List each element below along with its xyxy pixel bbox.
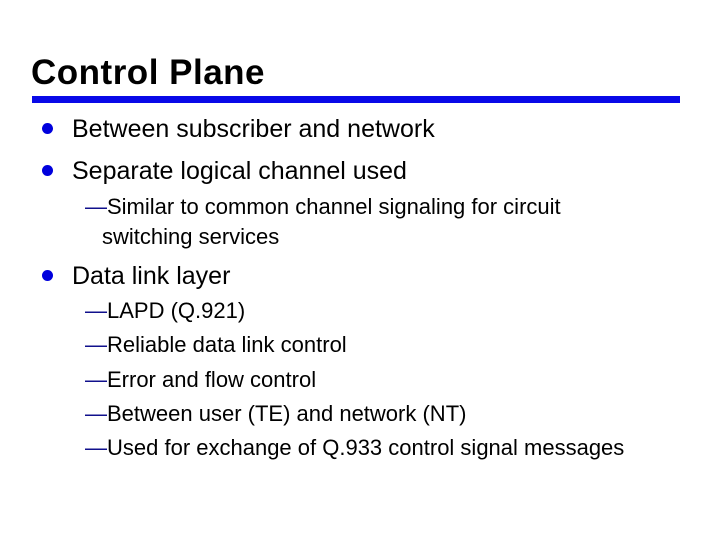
- bullet-item: Data link layer: [0, 261, 230, 291]
- page-title: Control Plane: [31, 53, 266, 92]
- bullet-text: Between subscriber and network: [72, 115, 435, 143]
- dash-bullet-icon: —: [85, 298, 107, 323]
- bullet-dot-icon: [42, 165, 53, 176]
- sub-bullet-item: —LAPD (Q.921): [0, 296, 245, 326]
- sub-bullet-line: —Similar to common channel signaling for…: [85, 192, 561, 222]
- bullet-dot-icon: [42, 270, 53, 281]
- sub-bullet-line: —Reliable data link control: [85, 330, 347, 360]
- sub-bullet-item: —Similar to common channel signaling for…: [0, 192, 561, 252]
- sub-bullet-line: —Error and flow control: [85, 365, 316, 395]
- sub-bullet-text: LAPD (Q.921): [107, 298, 246, 323]
- sub-bullet-item: —Between user (TE) and network (NT): [0, 399, 466, 429]
- bullet-text: Data link layer: [72, 262, 231, 290]
- title-underline-rule: [32, 96, 680, 103]
- sub-bullet-line: —Between user (TE) and network (NT): [85, 399, 466, 429]
- sub-bullet-item: —Used for exchange of Q.933 control sign…: [0, 433, 624, 463]
- sub-bullet-line: switching services: [102, 224, 280, 249]
- dash-bullet-icon: —: [85, 367, 107, 392]
- bullet-text: Separate logical channel used: [72, 157, 407, 185]
- sub-bullet-line: —Used for exchange of Q.933 control sign…: [85, 433, 624, 463]
- sub-bullet-text: Used for exchange of Q.933 control signa…: [107, 435, 625, 460]
- sub-bullet-text: Reliable data link control: [107, 332, 347, 357]
- dash-bullet-icon: —: [85, 194, 107, 219]
- sub-bullet-item: —Error and flow control: [0, 365, 316, 395]
- bullet-item: Between subscriber and network: [0, 114, 435, 144]
- sub-bullet-text: Between user (TE) and network (NT): [107, 401, 467, 426]
- dash-bullet-icon: —: [85, 435, 107, 460]
- dash-bullet-icon: —: [85, 401, 107, 426]
- sub-bullet-item: —Reliable data link control: [0, 330, 347, 360]
- bullet-dot-icon: [42, 123, 53, 134]
- sub-bullet-line: —LAPD (Q.921): [85, 296, 245, 326]
- sub-bullet-text: Error and flow control: [107, 367, 317, 392]
- sub-bullet-text: Similar to common channel signaling for …: [107, 194, 561, 219]
- bullet-item: Separate logical channel used: [0, 156, 407, 186]
- dash-bullet-icon: —: [85, 332, 107, 357]
